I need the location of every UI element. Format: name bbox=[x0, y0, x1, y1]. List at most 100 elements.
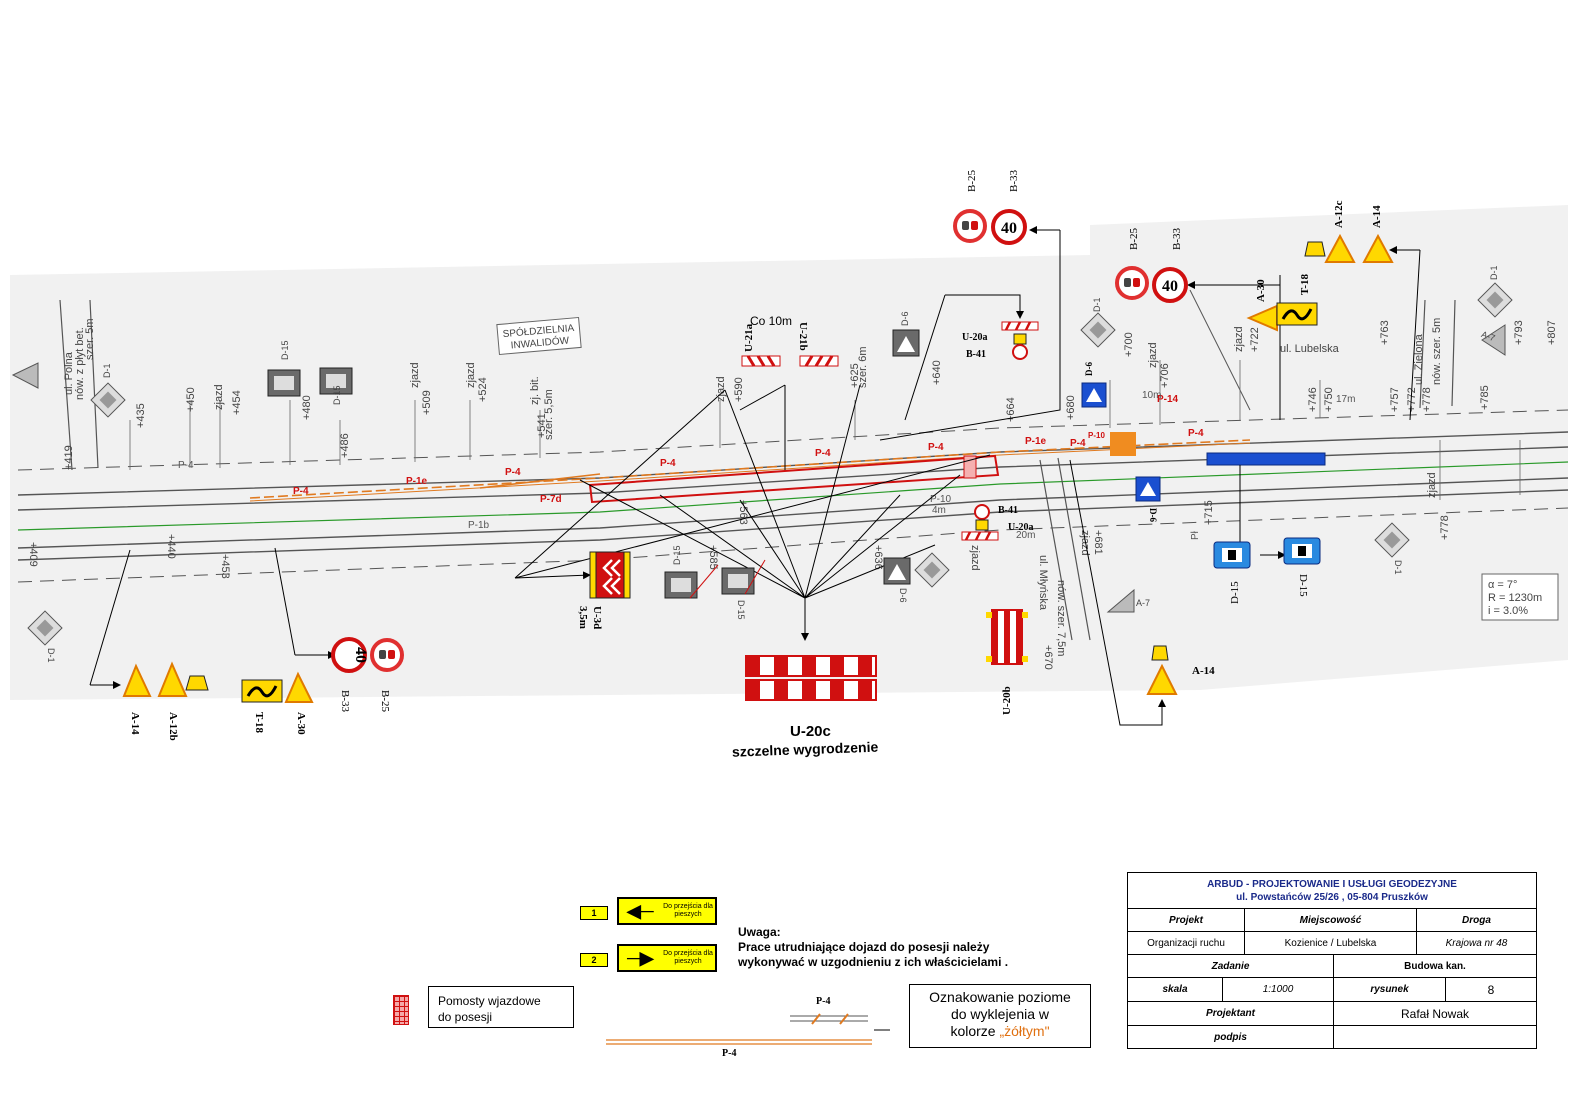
grey-marking-labels: P-4 P-1b P-10 4m Pł 20m 17m 10m bbox=[178, 390, 1355, 541]
d1-sign-icon bbox=[90, 382, 126, 418]
marking-label-p4: P-4 bbox=[293, 486, 309, 497]
street-note: +670 bbox=[1042, 645, 1054, 670]
access-road-labels: zjazd zjazd zjazd zjazd zjazd zjazd zjaz… bbox=[213, 326, 1438, 570]
d1-sign-icon bbox=[27, 610, 63, 646]
segment-17m: 17m bbox=[1336, 394, 1355, 405]
title-block-company: ARBUD - PROJEKTOWANIE I USŁUGI GEODEZYJN… bbox=[1128, 873, 1536, 908]
pomosty-line: Pomosty wjazdowe bbox=[438, 994, 541, 1008]
d6-label: D-6 bbox=[900, 311, 910, 326]
chainage-label: +435 bbox=[135, 403, 147, 428]
u21a-label: U-21a bbox=[743, 323, 755, 352]
d6-blue-signs bbox=[1081, 382, 1161, 502]
road-narrow-board-icon bbox=[1304, 241, 1326, 257]
chainage-labels: +435 +450 +454 +480 +486 +509 +524 +541 … bbox=[27, 320, 1558, 579]
chainage-label: +772 bbox=[1406, 387, 1418, 412]
marking-label-p4-grey: P-4 bbox=[178, 460, 194, 471]
marking-label-p10: P-10 bbox=[1088, 431, 1105, 440]
access-road-note: szer. 5,5m bbox=[543, 389, 555, 440]
marking-label-p4: P-4 bbox=[815, 448, 831, 459]
chainage-label: +486 bbox=[339, 433, 351, 458]
building-label: SPÓŁDZIELNIA INWALIDÓW bbox=[496, 316, 582, 356]
marking-label-p4: P-4 bbox=[928, 442, 944, 453]
a7-sign-icon bbox=[11, 362, 39, 389]
marking-label-p1e: P-1e bbox=[1025, 436, 1047, 447]
header-projektant: Projektant bbox=[1128, 1002, 1334, 1025]
chainage-label: +750 bbox=[1323, 387, 1335, 412]
value-rysunek: 8 bbox=[1487, 982, 1495, 997]
u20a-label: U-20a bbox=[962, 332, 988, 343]
b33-sign-icon bbox=[331, 637, 367, 673]
d6-blue-labels: D-6 D-6 bbox=[1084, 362, 1158, 523]
b41-label: B-41 bbox=[966, 349, 986, 360]
speed-value: 40 bbox=[352, 647, 369, 663]
chainage-label: +524 bbox=[477, 377, 489, 402]
pomosty-marker bbox=[963, 455, 977, 479]
marking-label-p14: P-14 bbox=[1157, 394, 1179, 405]
chainage-label: +785 bbox=[1479, 385, 1491, 410]
chainage-ticks bbox=[129, 360, 1521, 500]
marking-legend-line3: kolorze „żółtym" bbox=[910, 1023, 1090, 1040]
d6-label: D-6 bbox=[1084, 362, 1094, 376]
chainage-label: +625 bbox=[849, 363, 861, 388]
b41-label: B-41 bbox=[998, 505, 1018, 516]
p4-legend-sample: P-4 P-4 bbox=[606, 996, 890, 1059]
marking-label-p4: P-4 bbox=[660, 458, 676, 469]
d1-sign-icon bbox=[914, 552, 950, 588]
access-road-label: zjazd bbox=[213, 384, 225, 410]
u20b-label: U-20b bbox=[1001, 686, 1013, 715]
street-note: szer. 5m bbox=[84, 318, 96, 360]
d15-grey-signs bbox=[267, 329, 920, 599]
d1-sign-icon bbox=[1477, 282, 1513, 318]
marking-label-pl: Pł bbox=[1190, 530, 1201, 540]
chainage-label: +700 bbox=[1123, 332, 1135, 357]
d15-label: D-15 bbox=[736, 600, 746, 620]
b25-sign-icon bbox=[370, 638, 404, 672]
a30-sign-icon bbox=[284, 671, 314, 703]
pomosty-line: do posesji bbox=[438, 1010, 493, 1024]
b25-label: B-25 bbox=[379, 690, 391, 713]
d1-label: D-1 bbox=[1393, 560, 1403, 575]
value-miejscowosc: Kozienice / Lubelska bbox=[1245, 932, 1417, 954]
arrow-left-icon: ◀─ bbox=[627, 901, 654, 921]
value-droga: Krajowa nr 48 bbox=[1445, 937, 1508, 949]
access-road-note: zj. bit. bbox=[529, 376, 541, 405]
u20c-label: U-20c bbox=[790, 723, 831, 740]
u21a-barrier-icon bbox=[741, 355, 781, 367]
b25-sign-icon bbox=[953, 209, 987, 243]
company-address: ul. Powstańców 25/26 , 05-804 Pruszków bbox=[1236, 891, 1428, 903]
u20a-assembly-bottom bbox=[961, 504, 999, 541]
horizontal-markings bbox=[249, 432, 1251, 502]
header-podpis: podpis bbox=[1128, 1026, 1334, 1048]
header-rysunek: rysunek bbox=[1334, 978, 1446, 1001]
header-projekt: Projekt bbox=[1128, 909, 1245, 931]
title-block-row: skala 1:1000 rysunek 8 bbox=[1128, 978, 1536, 1002]
chainage-label: +793 bbox=[1513, 320, 1525, 345]
b25-sign-icon bbox=[1115, 266, 1149, 300]
street-name: ul. Młyńska bbox=[1037, 555, 1049, 611]
u20a-labels: U-20a B-41 B-41 U-20a bbox=[962, 332, 1034, 533]
road-narrow-board-icon bbox=[185, 675, 209, 691]
value-podpis bbox=[1334, 1026, 1536, 1048]
chainage-label: +453 bbox=[219, 554, 231, 579]
chainage-label: +722 bbox=[1249, 327, 1261, 352]
scan-background bbox=[10, 205, 1568, 700]
marking-label-p4: P-4 bbox=[1188, 428, 1204, 439]
d15-grey-labels: D-15 D-15 D-15 D-15 D-6 D-6 bbox=[280, 311, 910, 619]
b33-label: B-33 bbox=[339, 690, 351, 713]
chainage-label: +681 bbox=[1092, 530, 1104, 555]
u20c-note: szczelne wygrodzenie bbox=[732, 739, 879, 760]
warning-signs bbox=[122, 233, 1394, 703]
d1-label: D-1 bbox=[1092, 297, 1102, 312]
note-line: Prace utrudniające dojazd do posesji nal… bbox=[738, 940, 990, 954]
access-road-label: zjazd bbox=[1079, 530, 1091, 556]
street-note: +419 bbox=[63, 445, 75, 470]
street-name: ul. Lubelska bbox=[1280, 343, 1340, 355]
chainage-label: +636 bbox=[872, 545, 884, 570]
work-zone-outline bbox=[588, 454, 1000, 504]
marking-legend-line: Oznakowanie poziome bbox=[929, 989, 1071, 1005]
chainage-label: +706 bbox=[1159, 363, 1171, 388]
d15-label: D-15 bbox=[280, 340, 290, 360]
d1-labels: D-1 D-1 D-1 D-1 D-1 A-7 A-7 bbox=[46, 265, 1499, 662]
chainage-label: +763 bbox=[1379, 320, 1391, 345]
